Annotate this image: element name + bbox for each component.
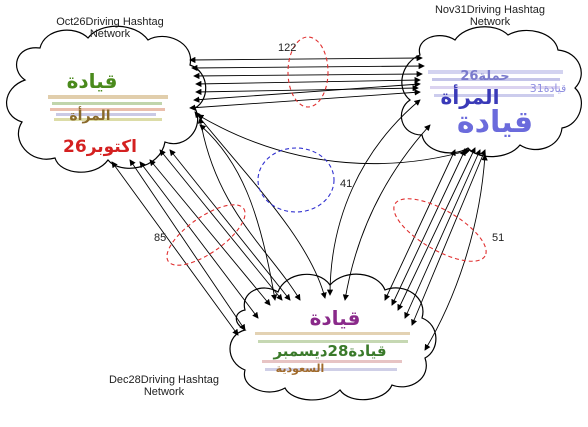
edge-count-oct-dec: 85 [154,232,167,244]
oct-nov-ellipse [287,36,329,108]
oct26-word-2: المرأة [69,106,110,124]
edges-oct-dec [111,111,327,336]
nov31-word-3: حملة26 [460,69,509,84]
dec28-title-line2: Network [143,386,185,398]
nov31-word-1: قيادة [457,105,533,140]
dec28-network-title: Dec28Driving Hashtag Network [100,374,228,398]
oct26-title-line2: Network [89,28,131,40]
nov31-title-line1: Nov31Driving Hashtag [434,4,546,16]
edge-count-oct-nov: 122 [278,42,297,54]
dec28-word-1: قيادة [310,306,361,330]
oct-dec-ellipse [166,204,246,266]
oct26-word-3: 26اكتوبر [63,137,137,157]
edges-nov-dec [326,99,488,351]
nov31-word-2: المرأة [441,83,500,109]
nov31-title-line2: Network [469,16,511,28]
nov31-wordcloud-texture [428,70,563,97]
dec28-cloud [229,273,437,401]
dec28-wordcloud-texture [255,332,410,371]
oct26-wordcloud-texture [48,95,168,121]
nov31-word-4: قيادة31 [530,82,567,95]
nov-dec-ellipse [393,198,487,262]
oct26-title-line1: Oct26Driving Hashtag [56,16,164,28]
dec28-title-line1: Dec28Driving Hashtag [108,374,220,386]
edge-count-center: 41 [340,178,353,190]
center-ellipse [257,147,335,213]
nov31-network-title: Nov31Driving Hashtag Network [420,4,560,28]
oct26-network-title: Oct26Driving Hashtag Network [45,16,175,40]
edge-count-nov-dec: 51 [492,232,505,244]
oct26-word-1: قيادة [67,69,118,93]
dec28-word-3: السعودية [276,362,325,375]
dec28-word-2: قيادة28ديسمبر [272,342,386,360]
